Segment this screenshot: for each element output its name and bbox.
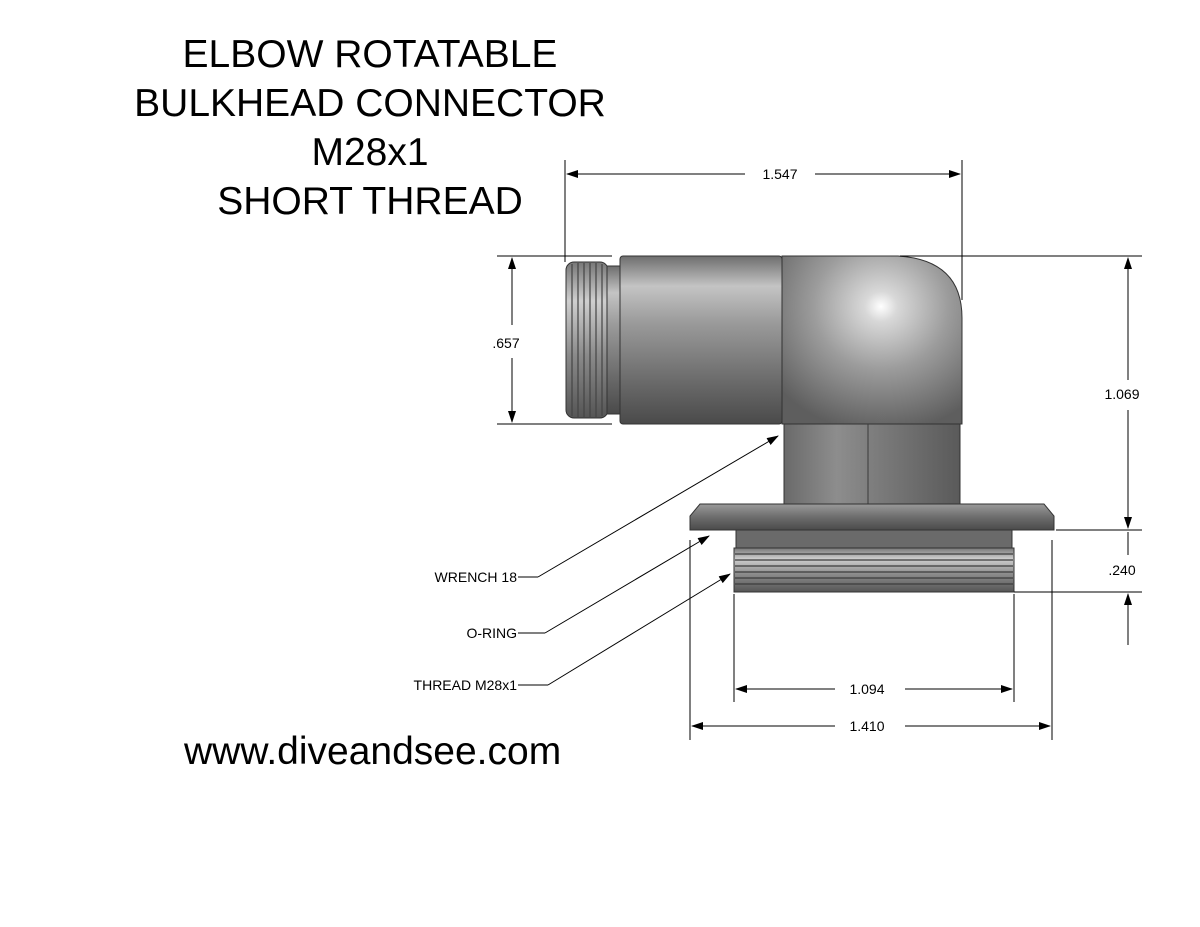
oring-groove — [735, 529, 1013, 549]
callout-oring-leader — [518, 535, 710, 634]
dim-top-width-label: 1.547 — [762, 166, 797, 182]
dim-thread-height-label: .240 — [1108, 562, 1135, 578]
dim-thread-height — [1014, 532, 1142, 645]
flange — [689, 503, 1055, 531]
main-thread-grooves — [735, 553, 1013, 585]
website-url: www.diveandsee.com — [184, 730, 562, 773]
title-block: ELBOW ROTATABLE BULKHEAD CONNECTOR M28x1… — [60, 30, 680, 226]
callout-thread-label: THREAD M28x1 — [414, 677, 518, 693]
dim-right-height-label: 1.069 — [1104, 386, 1139, 402]
dim-right-height — [900, 255, 1142, 531]
dim-flange-width-label: 1.410 — [849, 718, 884, 734]
title-line-2: BULKHEAD CONNECTOR — [134, 82, 606, 125]
main-thread — [733, 547, 1015, 593]
callout-oring-label: O-RING — [466, 625, 517, 641]
hex-section — [783, 423, 961, 505]
dim-left-height — [497, 255, 612, 425]
connector-body — [565, 255, 1055, 593]
dim-top-width — [564, 160, 963, 300]
callout-wrench-leader — [518, 435, 779, 578]
title-line-3: M28x1 — [311, 131, 429, 174]
dim-flange-width — [689, 540, 1053, 740]
elbow-body — [781, 255, 963, 425]
dim-thread-width — [733, 594, 1015, 702]
side-collar — [606, 265, 622, 415]
side-thread-grooves — [571, 263, 603, 417]
callout-wrench-label: WRENCH 18 — [435, 569, 518, 585]
dim-left-height-label: .657 — [492, 335, 519, 351]
dim-thread-width-label: 1.094 — [849, 681, 884, 697]
title-line-1: ELBOW ROTATABLE — [182, 33, 558, 76]
callout-thread-leader — [518, 573, 731, 686]
side-tube — [619, 255, 783, 425]
title-line-4: SHORT THREAD — [217, 180, 523, 223]
